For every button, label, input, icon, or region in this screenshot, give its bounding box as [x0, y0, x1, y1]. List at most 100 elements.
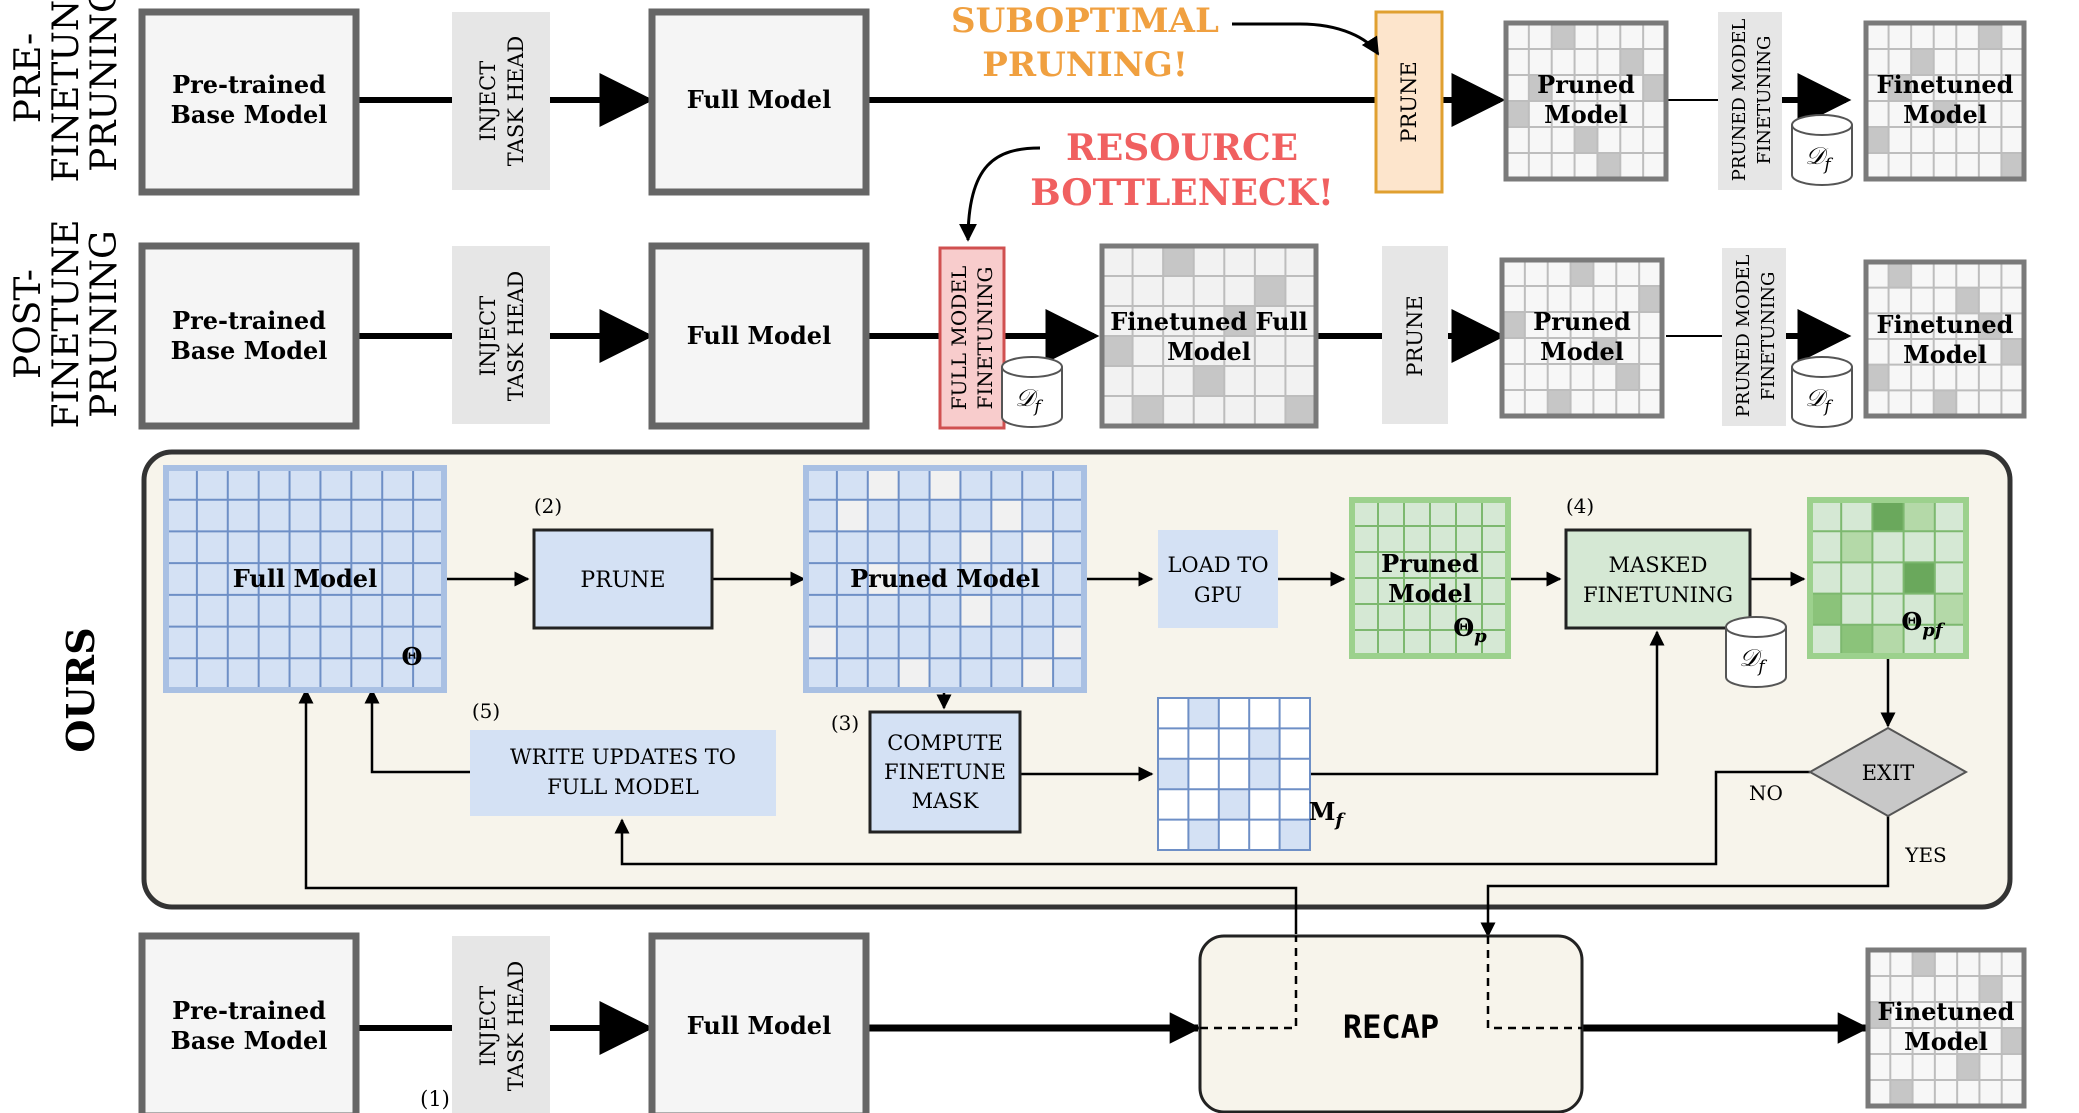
pmf-post-l1: PRUNED MODEL	[1733, 255, 1754, 418]
edge-ours-recap-full	[298, 688, 1298, 934]
grid-cell	[991, 499, 1023, 532]
cylinder-body	[1791, 367, 1853, 428]
grid-frame	[1865, 947, 2027, 1109]
grid-cell	[1979, 976, 2002, 1002]
compute-mask-l1: COMPUTE	[887, 731, 1003, 755]
grid-cell	[806, 626, 837, 659]
grid-cell	[1279, 819, 1310, 850]
inject-bottom-l2: TASK HEAD	[504, 961, 528, 1091]
grid-cell	[1022, 658, 1054, 690]
prune-post-label: PRUNE	[1403, 295, 1427, 376]
pruned-model-grid-post	[1499, 257, 1665, 419]
inject-post-l1: INJECT	[476, 296, 500, 377]
fmf-label-l1: FULL MODEL	[947, 266, 971, 410]
grid-cell	[1911, 49, 1934, 75]
pruned-post-l2: Model	[1540, 337, 1624, 366]
grid-cell	[1890, 1080, 1913, 1106]
row-bottom: Pre-trained Base Model (1) INJECT TASK H…	[138, 932, 2027, 1113]
callout-suboptimal-l1: SUBOPTIMAL	[951, 1, 1219, 41]
inject-task-head-box-bottom	[452, 936, 550, 1113]
edge-ours-write-back	[364, 688, 470, 774]
grid-cell	[1810, 593, 1842, 625]
write-updates-l1: WRITE UPDATES TO	[510, 745, 736, 769]
full-model-post-label: Full Model	[687, 321, 831, 350]
prune-label: PRUNE	[1397, 61, 1421, 142]
grid-cell	[1643, 75, 1666, 101]
edge-ours-no	[614, 770, 1810, 866]
grid-cell	[1872, 500, 1904, 532]
grid-cell	[1132, 396, 1164, 426]
finetuned-bottom-l1: Finetuned	[1878, 997, 2015, 1026]
grid-frame	[1863, 259, 2027, 419]
pmf-label-l1: PRUNED MODEL	[1729, 19, 1750, 182]
callout-resource-l1: RESOURCE	[1066, 127, 1298, 169]
grid-cell	[836, 499, 868, 532]
exit-label: EXIT	[1862, 761, 1915, 785]
grid-cell	[1022, 531, 1054, 564]
no-label: NO	[1749, 781, 1783, 805]
callout-arrow-suboptimal	[1232, 22, 1380, 56]
ours-full-model-label: Full Model	[233, 564, 377, 593]
grid-cell	[1053, 626, 1084, 659]
grid-cell	[1933, 101, 1957, 127]
grid-cell	[1616, 364, 1640, 390]
grid-cell	[1570, 260, 1594, 286]
full-model-label: Full Model	[687, 85, 831, 114]
prune-box-post	[1382, 246, 1448, 424]
mask-label: Mf	[1309, 797, 1347, 831]
grid-frame	[1349, 497, 1511, 659]
ours-green-pruned-grid	[1349, 497, 1511, 659]
inject-task-head-box	[452, 12, 550, 190]
row-label-post-line1: POST-	[8, 269, 49, 379]
load-to-gpu-l2: GPU	[1194, 583, 1242, 607]
grid-cell	[1163, 246, 1194, 276]
recap-dashed-left	[1200, 936, 1298, 1030]
grid-cell	[2001, 153, 2024, 179]
compute-finetune-mask-box	[868, 710, 1022, 834]
grid-cell	[1888, 75, 1912, 101]
grid-cell	[1912, 950, 1935, 976]
grid-cell	[867, 468, 899, 500]
grid-cell	[1597, 153, 1621, 179]
finetuned-bottom-l2: Model	[1904, 1027, 1988, 1056]
grid-cell	[2001, 1028, 2024, 1054]
ours-flow: Full Model Θ (2) PRUNE Pruned Model LOAD…	[163, 465, 1969, 938]
grid-cell	[1903, 500, 1935, 532]
grid-cell	[1866, 127, 1889, 153]
grid-background	[166, 468, 444, 690]
row-label-pre-line2: FINETUNE	[46, 0, 87, 183]
full-model-box	[648, 8, 870, 196]
grid-cell	[960, 594, 992, 627]
ftfull-label-l1: Finetuned Full	[1110, 307, 1308, 336]
grid-cell	[1620, 49, 1644, 75]
ours-prune-label: PRUNE	[580, 568, 665, 593]
ours-green-label-l2: Model	[1388, 579, 1472, 608]
grid-cell	[1188, 819, 1219, 850]
grid-frame	[1499, 257, 1665, 419]
dataset-cylinder-ours: 𝒟f	[1725, 616, 1787, 688]
grid-cell	[1933, 390, 1957, 416]
theta-p: Θp	[1453, 613, 1487, 647]
finetuned-model-grid-bottom	[1865, 947, 2027, 1109]
grid-cell	[898, 658, 930, 690]
cylinder-body	[1791, 125, 1853, 186]
grid-cell	[1254, 276, 1286, 306]
pretrained-post-l2: Base Model	[171, 336, 328, 365]
pretrained-bottom-l2: Base Model	[171, 1026, 328, 1055]
masked-finetuning-box	[1564, 528, 1752, 630]
step-1-label: (1)	[420, 1087, 450, 1111]
row-post: Pre-trained Base Model INJECT TASK HEAD …	[138, 127, 2027, 430]
dataset-cylinder-post-1: 𝒟f	[1001, 356, 1063, 428]
pretrained-base-model-box-bottom	[138, 932, 360, 1113]
pruned-model-finetuning-box-post	[1722, 248, 1786, 426]
grid-cell	[1249, 758, 1280, 790]
masked-finetuning-l1: MASKED	[1609, 553, 1708, 577]
grid-cell	[1506, 101, 1529, 127]
grid-cell	[1547, 390, 1571, 416]
pruned-label-l1: Pruned	[1537, 70, 1635, 99]
grid-cell	[1841, 624, 1873, 656]
theta-pf: Θpf	[1901, 607, 1945, 641]
grid-cell	[1285, 396, 1316, 426]
callout-resource-l2: BOTTLENECK!	[1030, 172, 1334, 214]
